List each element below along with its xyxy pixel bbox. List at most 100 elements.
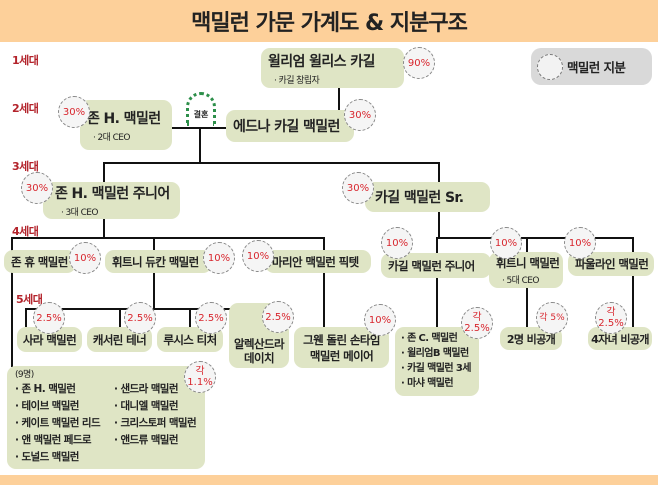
- person-name: 마리안 맥밀런 픽텟: [272, 254, 359, 269]
- share-badge: 30%: [342, 172, 374, 204]
- list-item: · 윌리엄B 맥밀런: [401, 348, 469, 359]
- share-badge: 2.5%: [195, 302, 227, 334]
- share-badge: 10%: [203, 242, 235, 274]
- connector: [103, 162, 440, 164]
- connector: [323, 237, 325, 327]
- person-name-line1: 그웬 돌린 손타임: [303, 332, 380, 347]
- connector: [25, 308, 27, 327]
- generation-label-1: 1세대: [12, 54, 39, 67]
- person-name: 카길 맥밀런 주니어: [388, 258, 475, 273]
- person-name: 사라 맥밀런: [22, 332, 77, 347]
- wedding-arch-icon: 결혼: [186, 92, 216, 126]
- person-role: · 2대 CEO: [93, 132, 130, 143]
- person-name: 에드나 카길 맥밀런: [233, 119, 340, 135]
- connector: [119, 308, 121, 327]
- share-badge: 90%: [403, 47, 435, 79]
- list-item: · 도널드 맥밀런: [15, 451, 79, 463]
- person-name: 존 휴 맥밀런: [11, 254, 68, 269]
- generation-label-4: 4세대: [12, 225, 39, 238]
- share-prefix: 각: [472, 312, 482, 323]
- connector: [199, 127, 201, 164]
- connector: [103, 162, 105, 183]
- page-title: 맥밀런 가문 가계도 & 지분구조: [191, 11, 468, 36]
- generation-label-3: 3세대: [12, 160, 39, 173]
- list-item: · 샌드라 맥밀런: [114, 383, 178, 395]
- connector: [438, 212, 440, 238]
- person-name: 파울라인 맥밀런: [575, 257, 649, 271]
- list-item: · 존 H. 맥밀런: [15, 383, 76, 395]
- share-badge: 10%: [242, 240, 274, 272]
- connector: [11, 237, 325, 239]
- generation-label-2: 2세대: [12, 102, 39, 115]
- connector: [189, 308, 191, 327]
- connector: [11, 237, 13, 367]
- share-badge: 10%: [69, 242, 101, 274]
- list-item: · 마샤 맥밀런: [401, 378, 454, 389]
- share-badge: 각 5%: [536, 302, 568, 334]
- connector: [338, 88, 340, 110]
- person-edna-cargill-macmillan: 에드나 카길 맥밀런: [226, 110, 354, 142]
- person-john-h-macmillan-jr: 존 H. 맥밀런 주니어 · 3대 CEO: [43, 182, 180, 219]
- bottom-bar: [0, 475, 658, 485]
- person-role: · 3대 CEO: [61, 208, 98, 218]
- share-value: 1.1%: [187, 377, 213, 388]
- share-prefix: 각: [195, 366, 205, 377]
- list-item: · 존 C. 맥밀런: [401, 333, 458, 344]
- person-name: 캐서린 테너: [92, 332, 147, 347]
- connector: [438, 162, 440, 182]
- children-column-1: · 존 H. 맥밀런 · 테이브 맥밀런 · 케이트 맥밀런 리드 · 앤 맥밀…: [15, 381, 101, 466]
- list-item: · 크리스토퍼 맥밀런: [114, 417, 197, 429]
- connector: [103, 219, 105, 239]
- list-item: · 케이트 맥밀런 리드: [15, 417, 101, 429]
- share-value: 2.5%: [598, 318, 624, 329]
- share-badge: 10%: [490, 227, 522, 259]
- person-name: 4자녀 비공개: [591, 332, 649, 346]
- legend: 맥밀런 지분: [531, 48, 652, 85]
- share-badge: 10%: [364, 304, 396, 336]
- children-column-2: · 샌드라 맥밀런 · 대니엘 맥밀런 · 크리스토퍼 맥밀런 · 앤드류 맥밀…: [114, 381, 197, 466]
- person-whitney-duncan-macmillan: 휘트니 듀칸 맥밀런: [105, 250, 212, 273]
- person-john-h-macmillan: 존 H. 맥밀런 · 2대 CEO: [80, 100, 172, 150]
- title-bar: 맥밀런 가문 가계도 & 지분구조: [0, 0, 658, 42]
- connector: [632, 237, 634, 327]
- legend-label: 맥밀런 지분: [567, 60, 626, 75]
- share-badge: 30%: [344, 99, 376, 131]
- list-item: · 테이브 맥밀런: [15, 400, 79, 412]
- share-badge: 2.5%: [33, 302, 65, 334]
- share-badge: 10%: [381, 227, 413, 259]
- share-prefix: 각: [606, 307, 616, 318]
- share-badge: 30%: [21, 172, 53, 204]
- cargill-jr-children-list: · 존 C. 맥밀런 · 윌리엄B 맥밀런 · 카길 맥밀런 3세 · 마샤 맥…: [395, 327, 479, 396]
- person-name: 윌리엄 윌리스 카길: [268, 53, 375, 70]
- wedding-label: 결혼: [193, 110, 209, 119]
- person-name-line2: 데이치: [244, 351, 275, 365]
- list-item: · 카길 맥밀런 3세: [401, 363, 471, 374]
- person-name: 휘트니 맥밀런: [496, 255, 560, 270]
- person-name: 루시스 티처: [163, 332, 217, 347]
- share-badge: 30%: [58, 96, 90, 128]
- connector: [436, 237, 438, 327]
- person-william-cargill: 윌리엄 윌리스 카길· 카길 창립자: [261, 48, 404, 88]
- person-name: 카길 맥밀런 Sr.: [375, 190, 464, 206]
- children-count: (9명): [15, 370, 34, 380]
- connector: [438, 237, 634, 239]
- person-name: 휘트니 듀칸 맥밀런: [112, 254, 199, 269]
- share-badge: 2.5%: [262, 301, 294, 333]
- list-item: · 앤 맥밀런 페드로: [15, 434, 92, 446]
- connector: [153, 237, 155, 309]
- john-hugh-children-list: (9명) · 존 H. 맥밀런 · 테이브 맥밀런 · 케이트 맥밀런 리드 ·…: [7, 366, 205, 469]
- person-cargill-macmillan-sr: 카길 맥밀런 Sr.: [365, 182, 490, 212]
- list-item: · 앤드류 맥밀런: [114, 434, 178, 446]
- person-name-line1: 알렉산드라: [234, 337, 285, 351]
- person-name: 존 H. 맥밀런 주니어: [55, 186, 170, 202]
- person-name: 존 H. 맥밀런: [87, 110, 161, 127]
- person-marion-macmillan-pictet: 마리안 맥밀런 픽텟: [265, 250, 371, 273]
- generation-label-5: 5세대: [16, 293, 43, 306]
- share-badge: 2.5%: [124, 302, 156, 334]
- list-item: · 대니엘 맥밀런: [114, 400, 178, 412]
